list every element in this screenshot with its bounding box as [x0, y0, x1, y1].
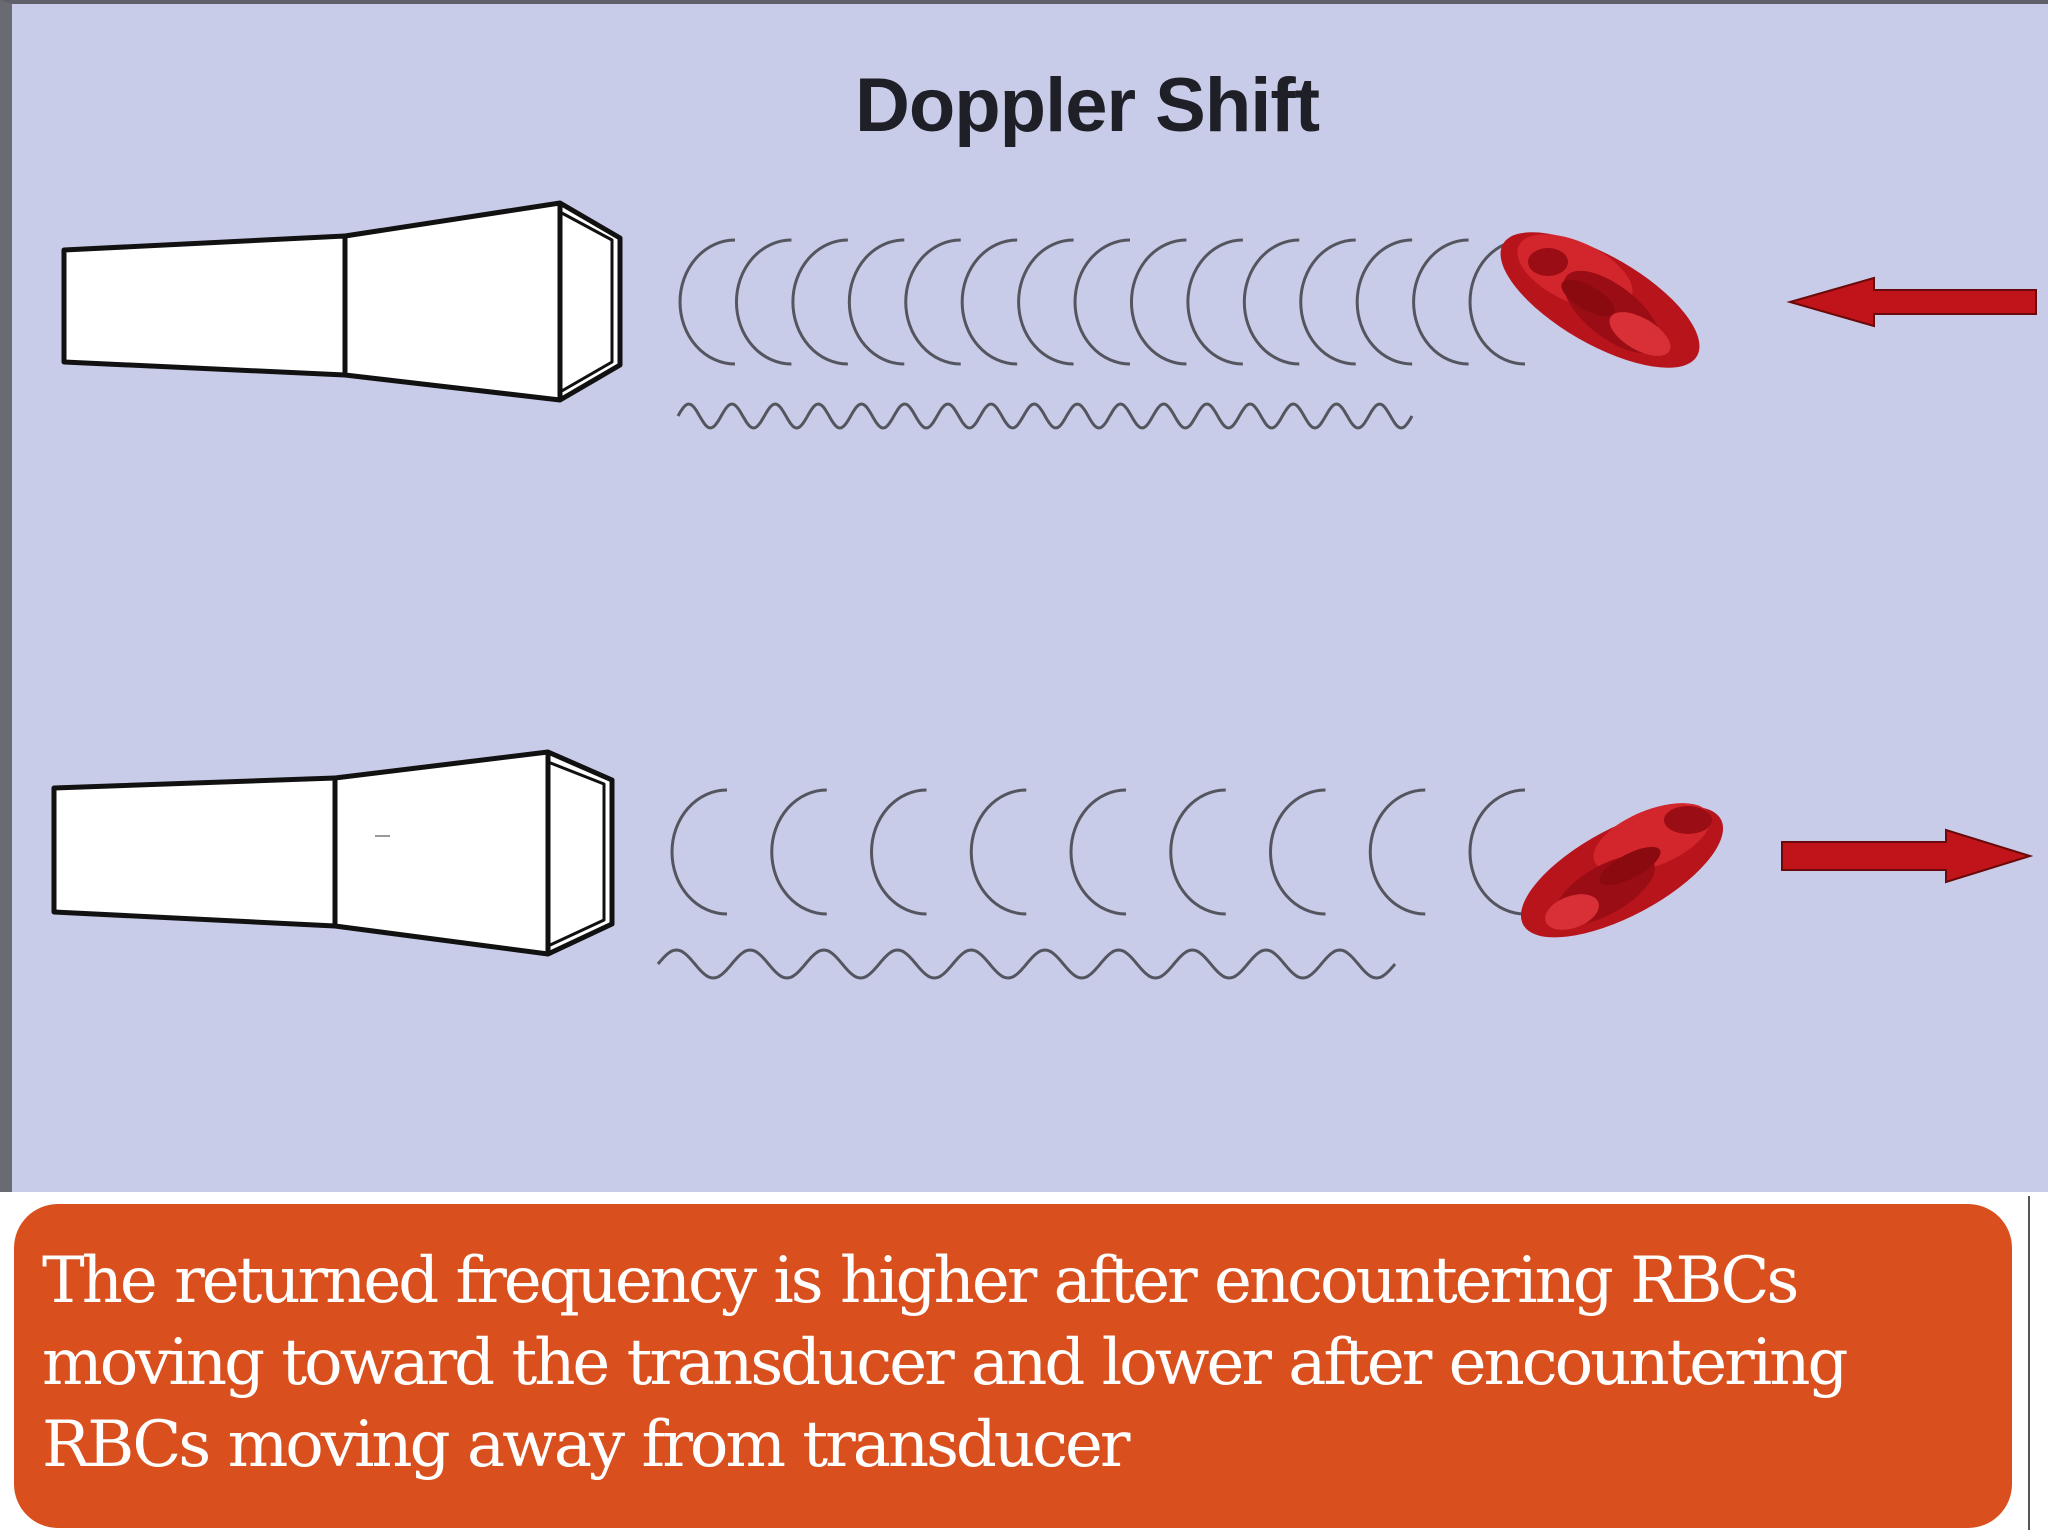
- wavefront-arc: [1355, 238, 1413, 366]
- wavefront-arc: [670, 788, 728, 916]
- arrow-away-from-transducer: [1781, 828, 2034, 884]
- wavefront-arc: [1017, 238, 1074, 366]
- wavefronts-away: [670, 788, 1526, 916]
- wavefront-arc: [904, 238, 961, 366]
- sine-wave-away: [656, 948, 1397, 980]
- wavefront-arc: [1468, 788, 1526, 916]
- diagram-panel: Doppler Shift: [0, 0, 2048, 1192]
- arrow-toward-transducer: [1786, 276, 2037, 328]
- sine-wave-toward: [676, 402, 1414, 430]
- wavefront-arc: [960, 238, 1018, 366]
- wavefront-arc: [791, 238, 848, 366]
- wavefront-arc: [1468, 238, 1526, 366]
- wavefront-arc: [969, 788, 1027, 916]
- wavefront-arc: [1269, 788, 1326, 916]
- wavefront-arc: [1412, 238, 1469, 366]
- wavefront-arc: [1186, 238, 1243, 366]
- wavefront-arc: [770, 788, 827, 916]
- wavefront-arc: [1368, 788, 1426, 916]
- caption-box: The returned frequency is higher after e…: [14, 1204, 2012, 1528]
- wavefront-arc: [847, 238, 905, 366]
- transducer-toward: [61, 200, 623, 403]
- wavefronts-toward: [678, 238, 1526, 366]
- caption-text: The returned frequency is higher after e…: [42, 1244, 1848, 1482]
- wavefront-arc: [734, 238, 792, 366]
- rbc-cluster-away: [1520, 803, 1724, 938]
- wavefront-arc: [1069, 788, 1127, 916]
- doppler-diagram: [51, 200, 2037, 980]
- rbc-cluster-toward: [1500, 232, 1700, 368]
- wavefront-arc: [1299, 238, 1356, 366]
- slide-edge-line: [2028, 1196, 2030, 1530]
- transducer-away: [51, 749, 615, 957]
- wavefront-arc: [1073, 238, 1131, 366]
- wavefront-arc: [1242, 238, 1300, 366]
- wavefront-arc: [678, 238, 736, 366]
- wavefront-arc: [1169, 788, 1226, 916]
- wavefront-arc: [870, 788, 927, 916]
- diagram-title: Doppler Shift: [854, 63, 1320, 148]
- wavefront-arc: [1129, 238, 1187, 366]
